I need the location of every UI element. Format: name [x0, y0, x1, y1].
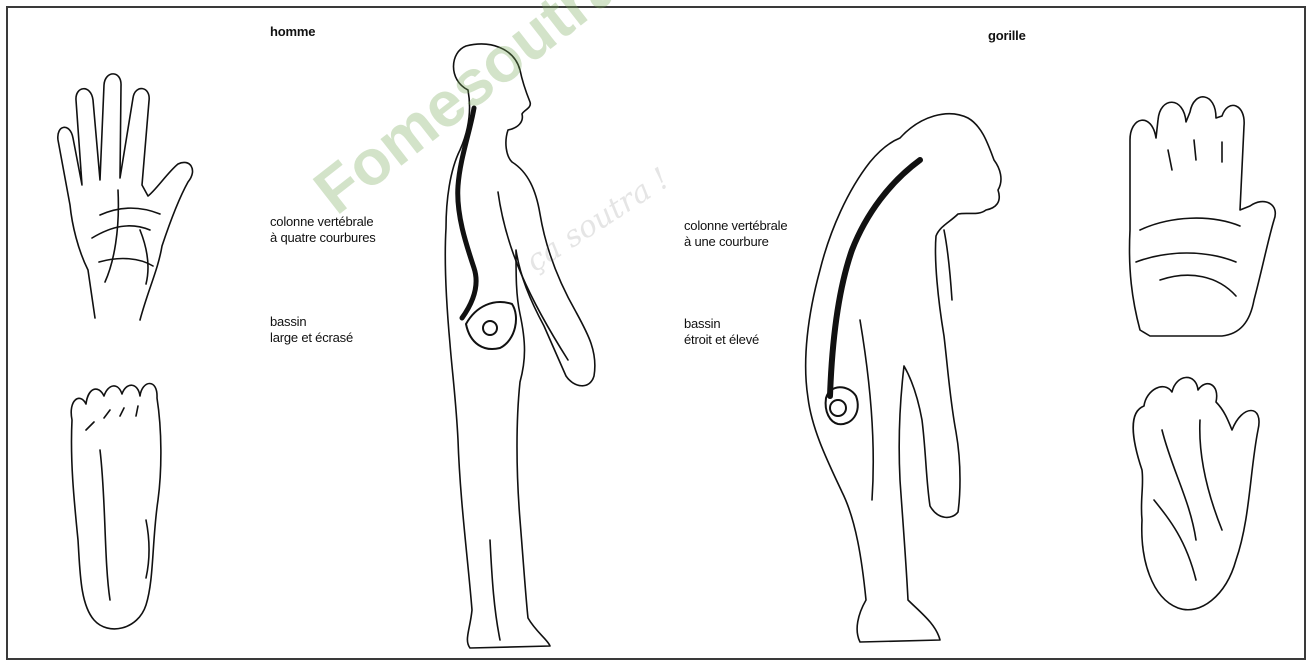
human-title: homme [270, 24, 315, 40]
gorilla-pelvis-label: bassin étroit et élevé [684, 316, 759, 348]
human-pelvis-label: bassin large et écrasé [270, 314, 353, 346]
human-spine-label: colonne vertébrale à quatre courbures [270, 214, 376, 246]
gorilla-title: gorille [988, 28, 1026, 44]
human-foot-drawing [71, 384, 161, 629]
human-body-drawing [445, 44, 595, 648]
human-hand-drawing [58, 74, 193, 320]
gorilla-foot-drawing [1133, 377, 1259, 609]
gorilla-spine-label: colonne vertébrale à une courbure [684, 218, 787, 250]
gorilla-body-drawing [806, 114, 1001, 642]
gorilla-hand-drawing [1129, 97, 1275, 336]
